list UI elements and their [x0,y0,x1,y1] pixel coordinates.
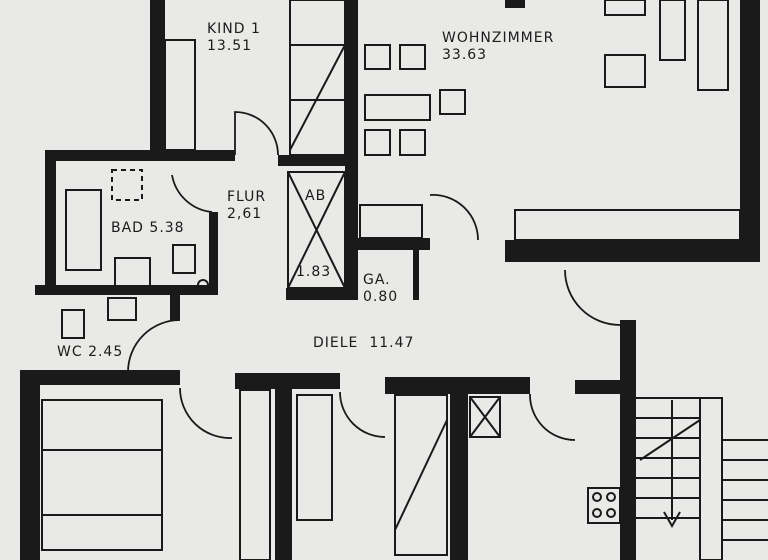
room-label-wohnzimmer: WOHNZIMMER 33.63 [442,30,554,64]
walls [20,0,760,560]
room-label-wc: WC 2.45 [57,344,123,361]
door-swings [127,111,621,441]
room-label-flur: FLUR 2,61 [227,189,266,223]
fixtures-and-furniture [41,0,741,560]
room-label-kind-1: KIND 1 13.51 [207,21,261,55]
room-label-ab-area: 1.83 [296,264,331,281]
room-area: 0.80 [363,289,399,305]
room-area: 33.63 [442,47,488,63]
room-label-ab-name: AB [305,188,326,205]
room-name: GA. [363,272,391,288]
room-name: DIELE [313,335,359,351]
room-label-diele: DIELE 11.47 [313,335,414,352]
room-label-ga: GA. 0.80 [363,272,398,306]
room-name: WOHNZIMMER [442,30,555,46]
room-area: 11.47 [369,335,415,351]
room-area: 5.38 [149,220,185,236]
room-label-bad: BAD 5.38 [111,220,185,237]
room-name: AB [305,188,327,204]
room-area: 2.45 [88,344,124,360]
room-name: FLUR [227,189,267,205]
room-area: 1.83 [296,264,332,280]
room-area: 2,61 [227,206,263,222]
room-area: 13.51 [207,38,253,54]
staircase [636,397,768,560]
room-name: BAD [111,220,144,236]
room-name: KIND 1 [207,21,261,37]
room-name: WC [57,344,83,360]
